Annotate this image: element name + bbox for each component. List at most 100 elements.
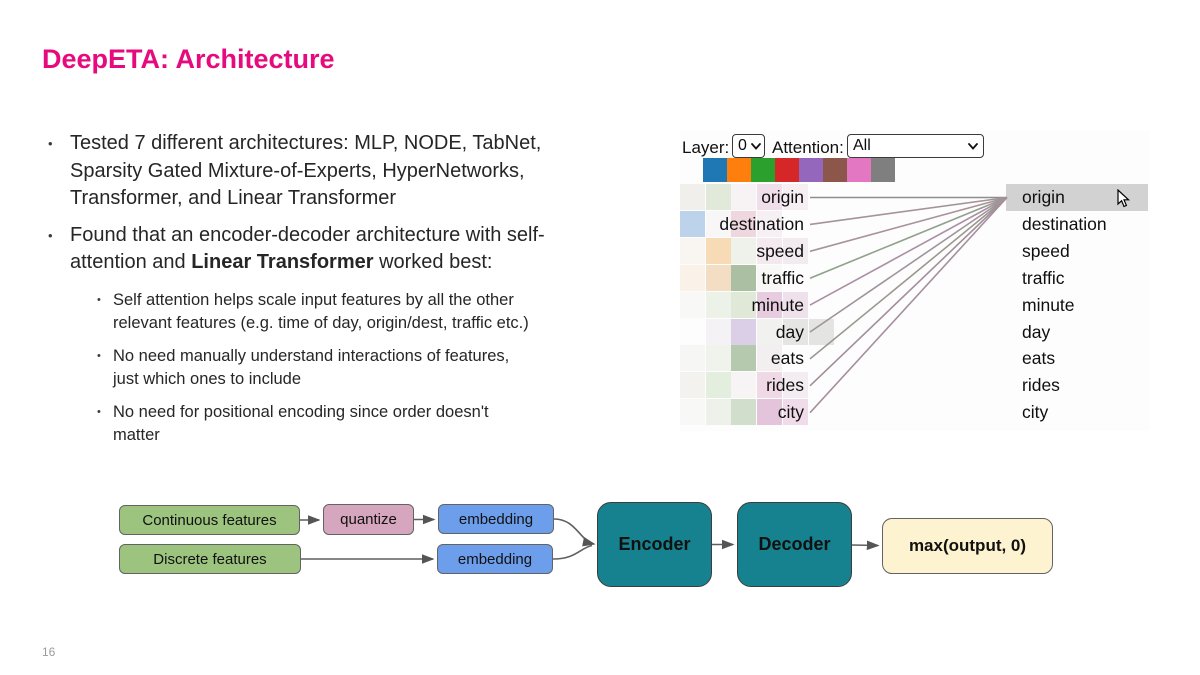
text-pre: Found that an encoder-decoder architectu… [70, 223, 545, 274]
feature-label-left-rides: rides [766, 375, 804, 396]
attention-label: Attention: [772, 138, 844, 157]
heatmap-cell [680, 264, 705, 291]
attention-head-swatch-1[interactable] [727, 158, 751, 182]
feature-label-right-rides[interactable]: rides [1022, 375, 1060, 396]
attention-line-traffic [809, 196, 1008, 279]
heatmap-cell [680, 291, 705, 318]
heatmap-cell [680, 184, 705, 210]
heatmap-cell [731, 291, 757, 318]
feature-label-right-city[interactable]: city [1022, 402, 1049, 423]
page-number: 16 [42, 645, 56, 659]
heatmap-cell [731, 399, 757, 426]
heatmap-cell [757, 264, 783, 291]
heatmap-cell [731, 210, 757, 237]
heatmap-cell [705, 345, 731, 372]
heatmap-cell [731, 345, 757, 372]
attention-dropdown[interactable]: All [847, 134, 984, 158]
heatmap-cell [782, 184, 808, 210]
attention-head-swatch-7[interactable] [871, 158, 895, 182]
attention-line-destination [809, 196, 1008, 226]
heatmap-cell [757, 345, 783, 372]
feature-label-right-day[interactable]: day [1022, 321, 1051, 342]
heatmap-cell [731, 372, 757, 399]
heatmap-cell [757, 210, 783, 237]
text-bold-linear-transformer: Linear Transformer [191, 251, 374, 273]
heatmap-cell [782, 372, 808, 399]
feature-label-right-minute[interactable]: minute [1022, 294, 1075, 315]
heatmap-cell [705, 237, 731, 264]
page-title: DeepETA: Architecture [42, 44, 335, 74]
sub-bullet-interactions-text: No need manually understand interactions… [113, 346, 510, 389]
heatmap-cell [680, 399, 705, 426]
heatmap-cell [705, 264, 731, 291]
heatmap-cell [782, 237, 808, 264]
attention-visualization-panel: Layer: 0 Attention: All origin destinatio… [680, 131, 1150, 431]
heatmap-cell [782, 399, 808, 426]
feature-label-left-minute: minute [751, 294, 804, 315]
feature-label-right-origin[interactable]: origin [1022, 187, 1065, 207]
attention-head-swatch-4[interactable] [799, 158, 823, 182]
sub-bullet-self-attention: • Self attention helps scale input featu… [97, 289, 668, 336]
heatmap-cell [705, 210, 731, 237]
diagram-node-decoder: Decoder [737, 502, 852, 587]
attention-head-swatch-3[interactable] [775, 158, 799, 182]
text-post: worked best: [373, 251, 493, 273]
feature-label-left-traffic: traffic [761, 267, 804, 288]
heatmap-cell [782, 318, 808, 345]
bullet-list: • Tested 7 different architectures: MLP,… [48, 130, 668, 457]
layer-label: Layer: [682, 138, 730, 157]
attention-line-rides [809, 196, 1008, 387]
bullet-marker: • [48, 227, 53, 243]
diagram-node-encoder: Encoder [597, 502, 712, 587]
heatmap-cell [680, 345, 705, 372]
attention-dropdown-value: All [853, 137, 871, 154]
heatmap-cell [757, 184, 783, 210]
diagram-node-embedding-top: embedding [438, 504, 554, 534]
heatmap-cell [782, 291, 808, 318]
feature-label-right-speed[interactable]: speed [1022, 240, 1070, 261]
attention-head-swatches [703, 158, 895, 182]
heatmap-cell [731, 264, 757, 291]
attention-head-swatch-0[interactable] [703, 158, 727, 182]
heatmap-cell [757, 318, 783, 345]
feature-label-left-speed: speed [756, 240, 804, 261]
diagram-node-max-output: max(output, 0) [882, 518, 1053, 574]
bullet-marker: • [48, 136, 53, 151]
feature-label-right-eats[interactable]: eats [1022, 348, 1056, 369]
attention-head-swatch-6[interactable] [847, 158, 871, 182]
chevron-down-icon [751, 142, 761, 150]
chevron-down-icon [968, 142, 978, 150]
bullet-marker: • [97, 293, 101, 306]
feature-label-right-traffic[interactable]: traffic [1022, 267, 1065, 288]
attention-line-minute [809, 196, 1008, 306]
bullet-encoder-decoder: • Found that an encoder-decoder architec… [48, 222, 668, 277]
attention-head-swatch-2[interactable] [751, 158, 775, 182]
feature-label-left-eats: eats [770, 348, 804, 369]
layer-dropdown-value: 0 [738, 137, 747, 154]
heatmap-cell [757, 372, 783, 399]
sub-bullet-list: • Self attention helps scale input featu… [97, 289, 668, 448]
diagram-node-embedding-bottom: embedding [437, 544, 553, 574]
heatmap-cell [731, 237, 757, 264]
feature-label-right-destination[interactable]: destination [1022, 213, 1107, 234]
sub-bullet-interactions: • No need manually understand interactio… [97, 345, 668, 392]
sub-bullet-positional: • No need for positional encoding since … [97, 401, 668, 448]
heatmap-cell [757, 291, 783, 318]
diagram-node-continuous-features: Continuous features [119, 505, 300, 535]
diagram-node-discrete-features: Discrete features [119, 544, 301, 574]
diagram-node-quantize: quantize [323, 504, 414, 535]
attention-line-speed [809, 196, 1008, 253]
heatmap-cell [680, 372, 705, 399]
heatmap-cell [680, 237, 705, 264]
attention-head-swatch-5[interactable] [823, 158, 847, 182]
heatmap-cell [705, 399, 731, 426]
architecture-diagram: Continuous features quantize embedding D… [110, 495, 1060, 600]
attention-heatmap [680, 131, 1150, 431]
heatmap-cell [705, 318, 731, 345]
layer-dropdown[interactable]: 0 [732, 134, 765, 158]
heatmap-cell [808, 318, 834, 345]
bullet-marker: • [97, 405, 101, 418]
attention-line-eats [809, 196, 1008, 360]
heatmap-cell [705, 372, 731, 399]
